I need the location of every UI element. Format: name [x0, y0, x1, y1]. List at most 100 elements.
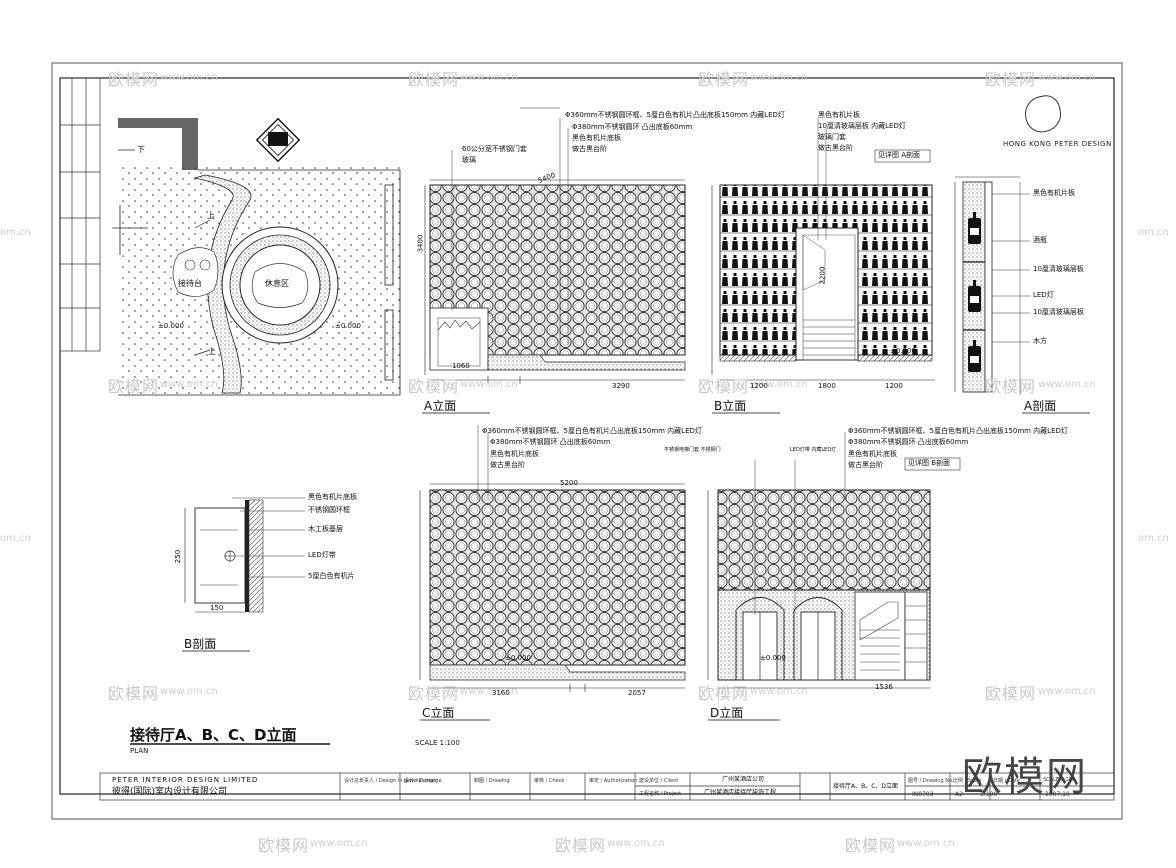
titleblock-project: 广州某酒店接待厅装饰工程 [704, 789, 777, 796]
elevation-d [707, 432, 961, 689]
elevation-b-title: B立面 [714, 399, 747, 413]
section-a-note: 木方 [1033, 337, 1047, 345]
watermark-text: 欧模网 [698, 70, 750, 89]
elevation-b-dim: 1800 [818, 382, 836, 390]
section-b-title: B剖面 [184, 637, 217, 651]
section-b-note: 黑色有机片底板 [308, 493, 357, 501]
watermark-text: 欧模网 [698, 684, 750, 703]
watermark-text: 欧模网 [408, 377, 460, 396]
watermark-url: om.cn [1138, 227, 1169, 238]
elevation-c-note: Φ380mm不锈钢圆环 凸出底板60mm [490, 438, 611, 446]
watermark-url: om.cn [0, 227, 31, 238]
titleblock-value: A2 [955, 791, 963, 798]
sheet-outer-frame [51, 62, 1123, 820]
section-a-note: 酒瓶 [1033, 236, 1047, 244]
watermark-text: 欧模网 [698, 377, 750, 396]
titleblock-field: 设计 / Design [404, 778, 437, 784]
elevation-a-note: Φ360mm不锈钢圆环框、5厘白色有机片凸出底板150mm 内藏LED灯 [565, 111, 785, 119]
section-a-note: 黑色有机片板 [1033, 189, 1075, 197]
drawing-caption-sub: PLAN [130, 747, 149, 755]
elevation-b-dim: ±0.000 [890, 347, 916, 355]
elevation-d-note: 不锈钢电梯门套 不锈钢门 [664, 447, 721, 453]
drawing-caption: 接待厅A、B、C、D立面 [130, 726, 297, 744]
plan-label-down: 下 [137, 145, 145, 154]
brand-signature: HONG KONG PETER DESIGN [1003, 140, 1112, 148]
watermark-url: om.cn [1138, 533, 1169, 544]
watermark-url: www.om.cn [160, 686, 218, 697]
watermark-text: 欧模网 [555, 836, 607, 855]
elevation-b-dim: 2200 [818, 266, 827, 285]
elevation-d-note: Φ380mm不锈钢圆环 凸出底板60mm [848, 438, 969, 446]
elevation-c-dim: 2057 [628, 689, 646, 697]
plan-level-mark: ±0.000 [158, 322, 184, 330]
elevation-d-note: Φ360mm不锈钢圆环框、5厘白色有机片凸出底板150mm 内藏LED灯 [848, 427, 1068, 435]
company-name-en: PETER INTERIOR DESIGN LIMITED [112, 776, 259, 784]
watermark-text: 欧模网 [108, 684, 160, 703]
elevation-c-dim: 3160 [492, 689, 510, 697]
elevation-a-dim: 3400 [416, 234, 425, 253]
watermark-url: www.om.cn [1038, 72, 1096, 83]
watermark-text: 欧模网 [108, 377, 160, 396]
elevation-d-dim: ±0.000 [760, 654, 786, 662]
plan-label-up: 上 [208, 347, 216, 356]
section-a-note: LED灯 [1033, 291, 1054, 299]
elevation-d-note: 黑色有机片底板 [848, 450, 897, 458]
watermark-url: www.om.cn [750, 686, 808, 697]
elevation-d-note: LED灯带 内藏LED灯 [790, 447, 837, 453]
section-b-note: 5厘白色有机片 [308, 572, 355, 580]
elevation-a-title: A立面 [424, 399, 457, 413]
watermark-url: www.om.cn [460, 379, 518, 390]
titleblock-value: IN0703 [912, 791, 934, 798]
watermark-url: www.om.cn [310, 838, 368, 849]
revision-strip [59, 77, 101, 352]
elevation-d-dim: 1536 [875, 683, 893, 691]
watermark-url: www.om.cn [160, 379, 218, 390]
elevation-b-note: 黑色有机片板 [818, 111, 860, 119]
watermark-url: www.om.cn [750, 379, 808, 390]
titleblock-value: 2007.10 [1045, 791, 1070, 798]
elevation-b-detail-ref: 见详图 A剖面 [878, 151, 921, 159]
elevation-c-note: 做古黑台阶 [490, 461, 525, 469]
titleblock-field: 比例 / Scale [953, 778, 982, 784]
plan-label-lounge: 休息区 [265, 279, 289, 288]
elevation-d-title: D立面 [710, 706, 744, 720]
elevation-b [711, 118, 935, 381]
watermark-url: www.om.cn [160, 72, 218, 83]
sheet-inner-frame [59, 77, 1115, 795]
floor-plan [112, 117, 401, 396]
elevation-a-note: 玻璃 [462, 156, 476, 164]
titleblock-field: 制图 / Drawing [474, 778, 510, 784]
title-block-grid [99, 772, 1115, 801]
titleblock-value: 1:100 [980, 791, 998, 798]
elevation-a-note: 60公分宽不锈钢门套 [462, 145, 527, 153]
section-b-dim: 250 [174, 549, 183, 564]
company-name-cn: 彼得(国际)室内设计有限公司 [112, 787, 228, 797]
titleblock-field: 图号 / Drawing No. [908, 778, 954, 784]
elevation-b-dim: 1200 [750, 382, 768, 390]
watermark-text: 欧模网 [845, 836, 897, 855]
elevation-b-note: 玻璃门套 [818, 133, 846, 141]
titleblock-value: SCALE 1:100 [1043, 777, 1076, 783]
titleblock-field: 建设单位 / Client [639, 778, 679, 784]
section-b-dim: 150 [210, 604, 224, 612]
watermark-url: www.om.cn [460, 72, 518, 83]
drawing-scale: SCALE 1:100 [415, 739, 460, 747]
section-b [184, 497, 305, 613]
elevation-c-dim: 5200 [560, 479, 578, 487]
section-a [954, 176, 1030, 395]
plan-level-mark: ±0.000 [335, 322, 361, 330]
section-a-note: 10厘清玻璃层板 [1033, 308, 1084, 316]
titleblock-field: 工程名称 / Project [639, 791, 681, 797]
elevation-c-title: C立面 [422, 706, 455, 720]
elevation-a-note: Φ380mm不锈钢圆环 凸出底板60mm [572, 123, 693, 131]
elevation-b-dim: 1200 [885, 382, 903, 390]
watermark-url: www.om.cn [1038, 379, 1096, 390]
watermark-logo: 欧模网 [962, 754, 1088, 800]
elevation-c [419, 425, 686, 692]
titleblock-field: 设计总负责人 / Design in general charge [344, 778, 442, 784]
watermark-text: 欧模网 [985, 377, 1037, 396]
section-b-note: 不锈钢圆环框 [308, 506, 350, 514]
watermark-text: 欧模网 [408, 684, 460, 703]
titleblock-field: 审定 / Authorization [589, 778, 638, 784]
